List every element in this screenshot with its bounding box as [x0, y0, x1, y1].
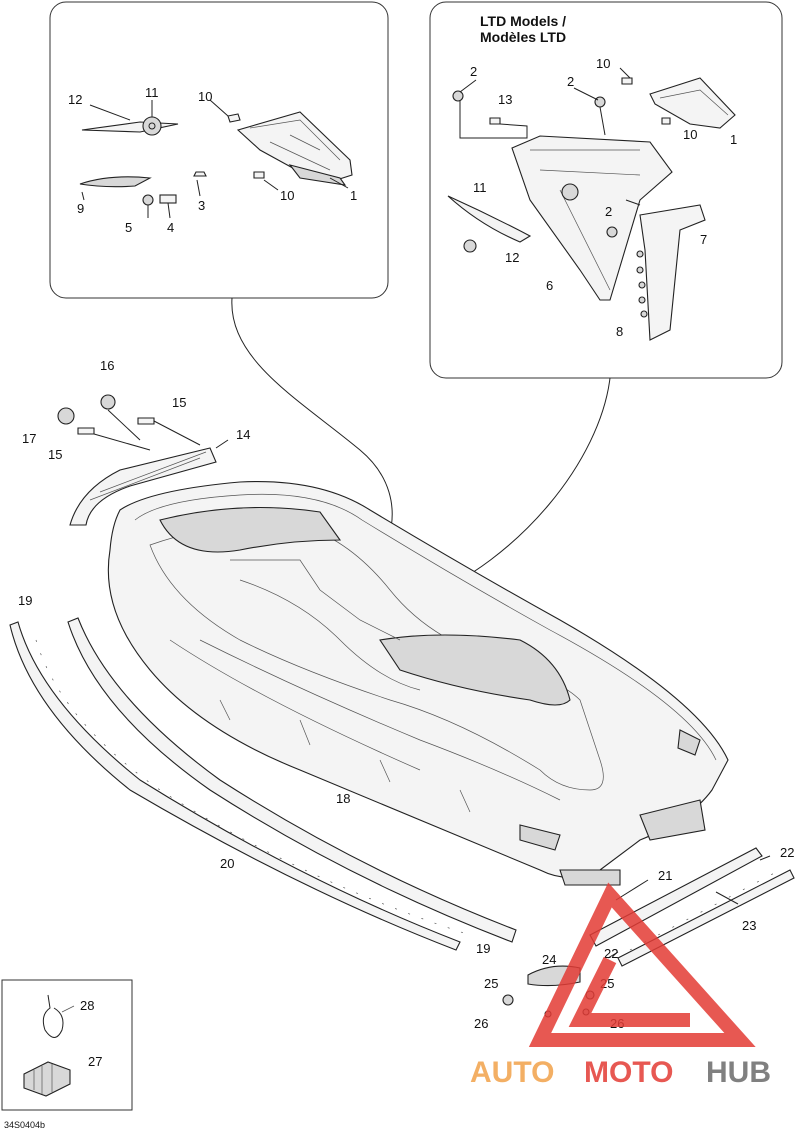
small-hardware-left: [142, 113, 265, 206]
callout: 10: [683, 127, 697, 142]
small-hardware-bumper: [57, 394, 155, 435]
part-strap-28: [42, 994, 75, 1038]
part-trim-11-ltd: [447, 195, 532, 253]
callout: 2: [605, 204, 612, 219]
callout: 25: [484, 976, 498, 991]
part-bumper-14: [69, 447, 217, 526]
callout: 22: [780, 845, 794, 860]
callout: 22: [604, 946, 618, 961]
callout: 7: [700, 232, 707, 247]
callout: 16: [100, 358, 114, 373]
drawing-code: 34S0404b: [4, 1120, 45, 1130]
callout: 2: [470, 64, 477, 79]
ltd-header-line1: LTD Models /: [480, 13, 566, 29]
part-rear-rail-23: [617, 869, 795, 967]
watermark-text-auto: AUTO: [470, 1056, 554, 1089]
ltd-header-line2: Modèles LTD: [480, 29, 566, 45]
part-rub-rail-20: [9, 621, 461, 951]
watermark-text-moto: MOTO: [584, 1056, 673, 1089]
hull-body: [107, 481, 729, 886]
ltd-header: LTD Models / Modèles LTD: [480, 13, 566, 45]
callout: 1: [350, 188, 357, 203]
callout: 9: [77, 201, 84, 216]
part-storage-cover-left: [236, 111, 353, 186]
callout: 19: [18, 593, 32, 608]
callout: 21: [658, 868, 672, 883]
callout: 28: [80, 998, 94, 1013]
callout: 12: [68, 92, 82, 107]
part-trim-7-ltd: [639, 204, 706, 341]
callout: 4: [167, 220, 174, 235]
callout: 11: [145, 85, 159, 100]
callout: 18: [336, 791, 350, 806]
callout: 15: [48, 447, 62, 462]
callout: 1: [730, 132, 737, 147]
callouts-small-box: 28 27: [80, 998, 102, 1069]
callout: 10: [596, 56, 610, 71]
callout: 23: [742, 918, 756, 933]
callout: 8: [616, 324, 623, 339]
callout: 13: [498, 92, 512, 107]
detail-box-standard: [49, 1, 389, 299]
callouts-left-box: 12 11 10 9 3 5 4 10 1: [68, 85, 357, 235]
part-side-panel-6: [511, 135, 673, 301]
watermark-text-hub: HUB: [706, 1056, 771, 1089]
callout: 24: [542, 952, 556, 967]
callout: 14: [236, 427, 250, 442]
part-trim-9-left: [79, 176, 152, 188]
callout: 5: [125, 220, 132, 235]
callout: 11: [473, 180, 487, 195]
callout: 10: [280, 188, 294, 203]
watermark-logo: AUTO MOTO HUB: [470, 882, 771, 1089]
callout: 10: [198, 89, 212, 104]
callout: 15: [172, 395, 186, 410]
callout: 3: [198, 198, 205, 213]
callout: 27: [88, 1054, 102, 1069]
callout: 6: [546, 278, 553, 293]
callout: 12: [505, 250, 519, 265]
detail-box-accessories: [1, 979, 133, 1111]
part-rub-rail-18: [67, 617, 517, 943]
part-storage-cover-ltd: [649, 77, 736, 129]
callouts-ltd-box: 2 13 2 10 10 1 11 12 2 7 6 8: [470, 56, 737, 339]
part-trim-11-left: [81, 116, 179, 136]
callout: 17: [22, 431, 36, 446]
callout: 2: [567, 74, 574, 89]
callout: 26: [474, 1016, 488, 1031]
callout: 20: [220, 856, 234, 871]
part-connector-27: [23, 1061, 71, 1097]
callout: 19: [476, 941, 490, 956]
